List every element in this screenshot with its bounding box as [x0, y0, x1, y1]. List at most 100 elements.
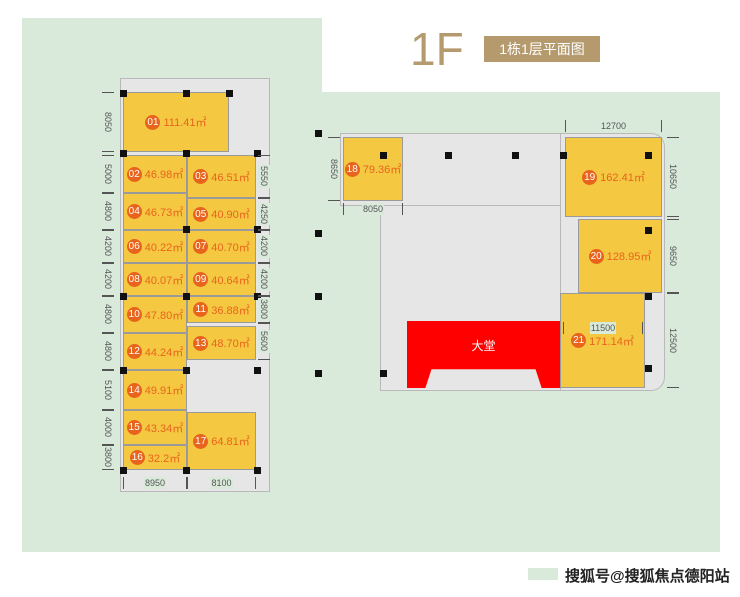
- dimension-left: 5100: [102, 370, 114, 410]
- dimension-b2: 11500: [563, 322, 643, 334]
- unit-number-badge: 03: [193, 169, 209, 184]
- unit-area: 162.41㎡: [600, 172, 645, 184]
- unit-area: 128.95㎡: [606, 251, 652, 263]
- unit-number-badge: 18: [344, 161, 360, 177]
- column-icon: [380, 152, 387, 159]
- unit-number-badge: 12: [126, 344, 142, 359]
- column-icon: [254, 467, 261, 474]
- column-icon: [120, 293, 127, 300]
- unit-area: 44.24㎡: [144, 346, 184, 359]
- column-icon: [315, 370, 322, 377]
- unit-number-badge: 01: [145, 114, 161, 130]
- unit-area: 111.41㎡: [163, 117, 207, 129]
- column-icon: [645, 227, 652, 234]
- column-icon: [254, 367, 261, 374]
- column-icon: [315, 130, 322, 137]
- unit-number-badge: 08: [126, 272, 142, 287]
- column-icon: [183, 226, 190, 233]
- dimension-b2: 12500: [667, 293, 679, 388]
- dimension-right: 4200: [258, 263, 270, 296]
- lobby-label: 大堂: [471, 339, 496, 353]
- unit-area: 47.80㎡: [144, 309, 184, 322]
- unit-area: 46.73㎡: [144, 206, 184, 219]
- unit-number-badge: 10: [126, 307, 142, 322]
- unit-number-badge: 05: [193, 206, 209, 222]
- dimension-b2: 12700: [565, 120, 662, 132]
- column-icon: [120, 367, 127, 374]
- unit-number-badge: 04: [126, 204, 142, 219]
- unit-number-badge: 07: [193, 239, 209, 254]
- unit-area: 46.51㎡: [211, 171, 250, 184]
- unit-number-badge: 21: [571, 333, 587, 348]
- unit-area: 40.90㎡: [211, 209, 250, 221]
- unit-number-badge: 13: [193, 335, 209, 351]
- dimension-bottom: 8100: [187, 477, 256, 489]
- legend-swatch: [528, 568, 558, 580]
- unit-number-badge: 02: [126, 166, 142, 182]
- dimension-left: 4200: [102, 230, 114, 263]
- unit-number-badge: 19: [582, 169, 598, 185]
- unit-area: 43.34㎡: [144, 422, 184, 435]
- unit-number-badge: 09: [193, 272, 209, 287]
- unit-area: 79.36㎡: [362, 164, 402, 176]
- column-icon: [183, 150, 190, 157]
- dimension-right: 4200: [258, 230, 270, 263]
- unit-area: 32.2㎡: [147, 452, 181, 465]
- unit-area: 36.88㎡: [211, 304, 250, 317]
- floor-label: 1F: [410, 23, 464, 75]
- column-icon: [183, 90, 190, 97]
- unit-area: 40.64㎡: [211, 274, 250, 287]
- dimension-right: 5550: [258, 155, 270, 198]
- dimension-left: 4000: [102, 410, 114, 445]
- unit-area: 171.14㎡: [589, 335, 634, 348]
- dimension-right: 3800: [258, 296, 270, 323]
- dimension-b2: 9650: [667, 219, 679, 293]
- column-icon: [183, 293, 190, 300]
- column-icon: [380, 370, 387, 377]
- column-icon: [512, 152, 519, 159]
- column-icon: [315, 293, 322, 300]
- dimension-left: 8050: [102, 92, 114, 152]
- column-icon: [120, 467, 127, 474]
- dimension-bottom: 8950: [123, 477, 187, 489]
- unit-number-badge: 15: [126, 420, 142, 435]
- unit-area: 40.22㎡: [144, 241, 184, 254]
- unit-number-badge: 16: [129, 450, 145, 465]
- unit-area: 49.91㎡: [144, 385, 184, 397]
- column-icon: [226, 90, 233, 97]
- unit-number-badge: 14: [126, 382, 142, 398]
- dimension-left: 4200: [102, 263, 114, 296]
- column-icon: [254, 293, 261, 300]
- dimension-b2: 10650: [667, 137, 679, 217]
- column-icon: [445, 152, 452, 159]
- watermark: 搜狐号@搜狐焦点德阳站: [565, 568, 730, 585]
- dimension-left: 4800: [102, 333, 114, 370]
- dimension-left: 3800: [102, 445, 114, 470]
- unit-area: 64.81㎡: [211, 436, 250, 448]
- dimension-b2: 8650: [328, 137, 340, 201]
- column-icon: [645, 365, 652, 372]
- unit-area: 48.70㎡: [211, 338, 250, 350]
- dimension-b2: 8050: [343, 203, 403, 215]
